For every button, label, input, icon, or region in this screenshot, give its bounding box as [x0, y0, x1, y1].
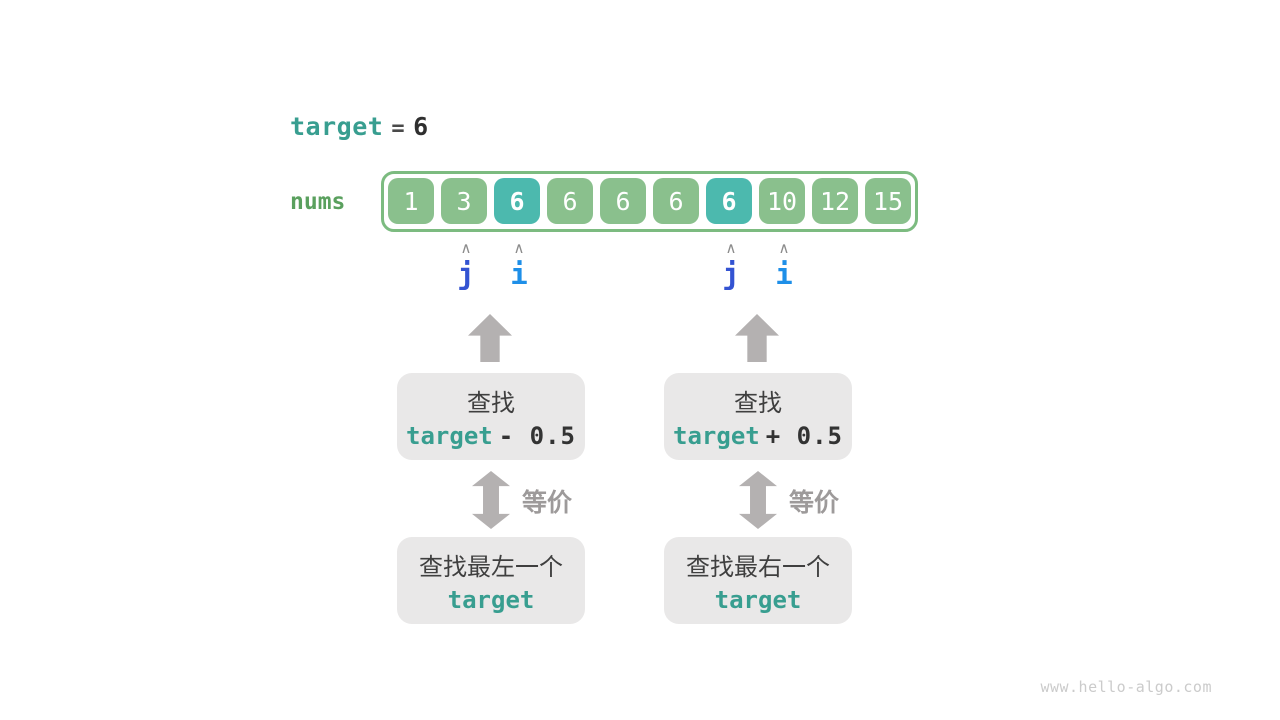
equivalence-label-right: 等价	[789, 489, 840, 517]
array-cell-highlighted: 6	[494, 178, 540, 224]
array-cell: 1	[388, 178, 434, 224]
search-expression: target+ 0.5	[673, 422, 843, 450]
equivalence-arrow-right-icon	[739, 471, 777, 529]
caret-up-icon: ∧	[460, 239, 472, 257]
expr-operator: - 0.5	[498, 422, 576, 450]
result-target-keyword: target	[714, 586, 802, 614]
array-cell: 12	[812, 178, 858, 224]
search-expression: target- 0.5	[406, 422, 576, 450]
array-cell: 10	[759, 178, 805, 224]
array-cell: 6	[653, 178, 699, 224]
pointer-i: ∧i	[764, 240, 804, 292]
target-assignment: target = 6	[290, 112, 429, 141]
pointer-j: ∧j	[711, 240, 751, 292]
result-code: target	[448, 586, 535, 614]
equals-sign: =	[391, 116, 406, 141]
target-keyword: target	[290, 112, 384, 141]
equivalence-arrow-left-icon	[472, 471, 510, 529]
result-label: 查找最右一个	[686, 554, 830, 581]
search-label: 查找	[734, 390, 782, 417]
expr-target-keyword: target	[406, 422, 493, 450]
pointer-j: ∧j	[446, 240, 486, 292]
up-arrow-left-icon	[468, 314, 512, 362]
result-label: 查找最左一个	[419, 554, 563, 581]
array-cell: 6	[547, 178, 593, 224]
array-cell: 3	[441, 178, 487, 224]
watermark: www.hello-algo.com	[1040, 678, 1212, 696]
pointer-label-i: i	[510, 257, 528, 291]
search-expr-box-left: 查找 target- 0.5	[397, 373, 585, 460]
search-expr-box-right: 查找 target+ 0.5	[664, 373, 852, 460]
pointer-label-j: j	[722, 257, 740, 291]
expr-operator: + 0.5	[765, 422, 843, 450]
result-code: target	[715, 586, 802, 614]
caret-up-icon: ∧	[725, 239, 737, 257]
target-value: 6	[413, 112, 429, 141]
array-cell: 15	[865, 178, 911, 224]
up-arrow-right-icon	[735, 314, 779, 362]
result-target-keyword: target	[447, 586, 535, 614]
search-label: 查找	[467, 390, 515, 417]
array-cell: 6	[600, 178, 646, 224]
pointer-label-j: j	[457, 257, 475, 291]
pointer-label-i: i	[775, 257, 793, 291]
equivalence-label-left: 等价	[522, 489, 573, 517]
array-cell-highlighted: 6	[706, 178, 752, 224]
result-box-left: 查找最左一个 target	[397, 537, 585, 624]
pointer-i: ∧i	[499, 240, 539, 292]
caret-up-icon: ∧	[513, 239, 525, 257]
result-box-right: 查找最右一个 target	[664, 537, 852, 624]
nums-label: nums	[290, 189, 346, 215]
expr-target-keyword: target	[673, 422, 760, 450]
caret-up-icon: ∧	[778, 239, 790, 257]
